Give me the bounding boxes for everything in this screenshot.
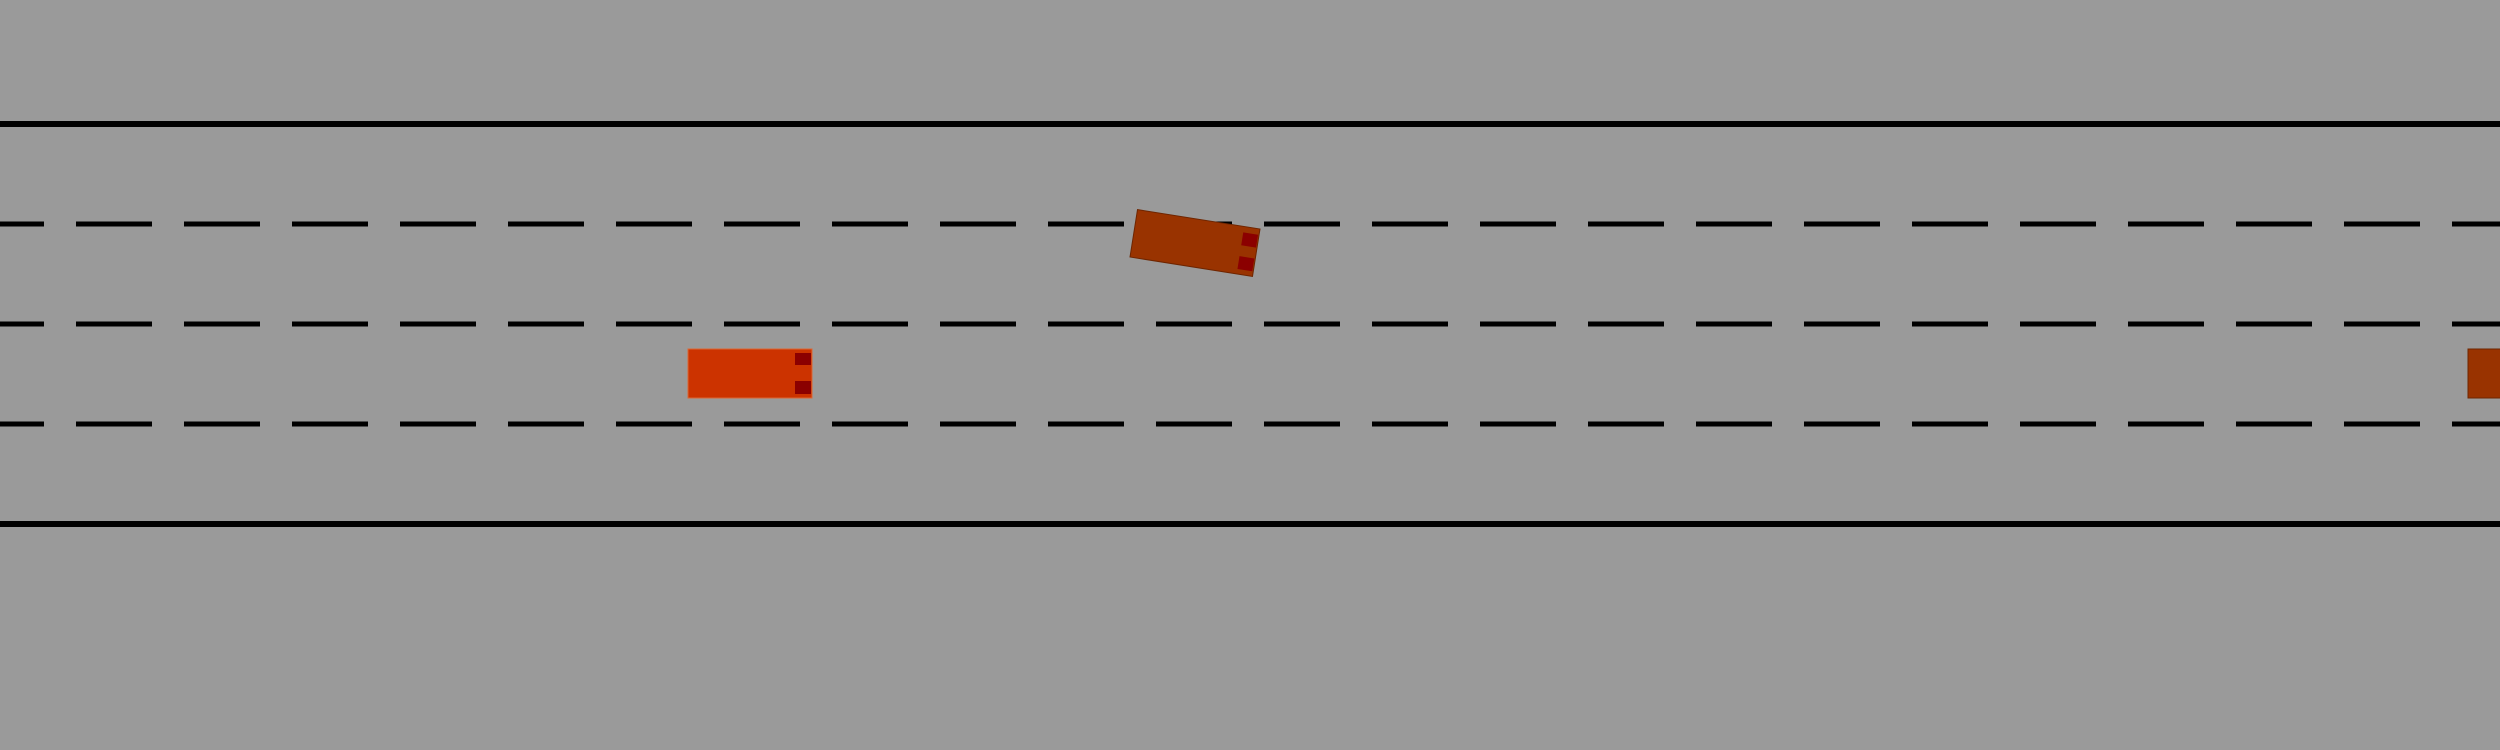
vehicle-1-tail-light-left: [1241, 232, 1259, 248]
ego-vehicle-tail-light-left: [795, 353, 811, 365]
ego-vehicle: [687, 348, 813, 399]
vehicle-2-body: [2467, 348, 2500, 399]
ego-vehicle-tail-light-right: [795, 381, 811, 394]
vehicle-1-body: [1129, 209, 1261, 277]
vehicle-1-tail-light-right: [1237, 256, 1255, 272]
ego-vehicle-body: [687, 348, 813, 399]
vehicle-2: [2467, 348, 2500, 399]
vehicle-1: [1129, 209, 1261, 277]
